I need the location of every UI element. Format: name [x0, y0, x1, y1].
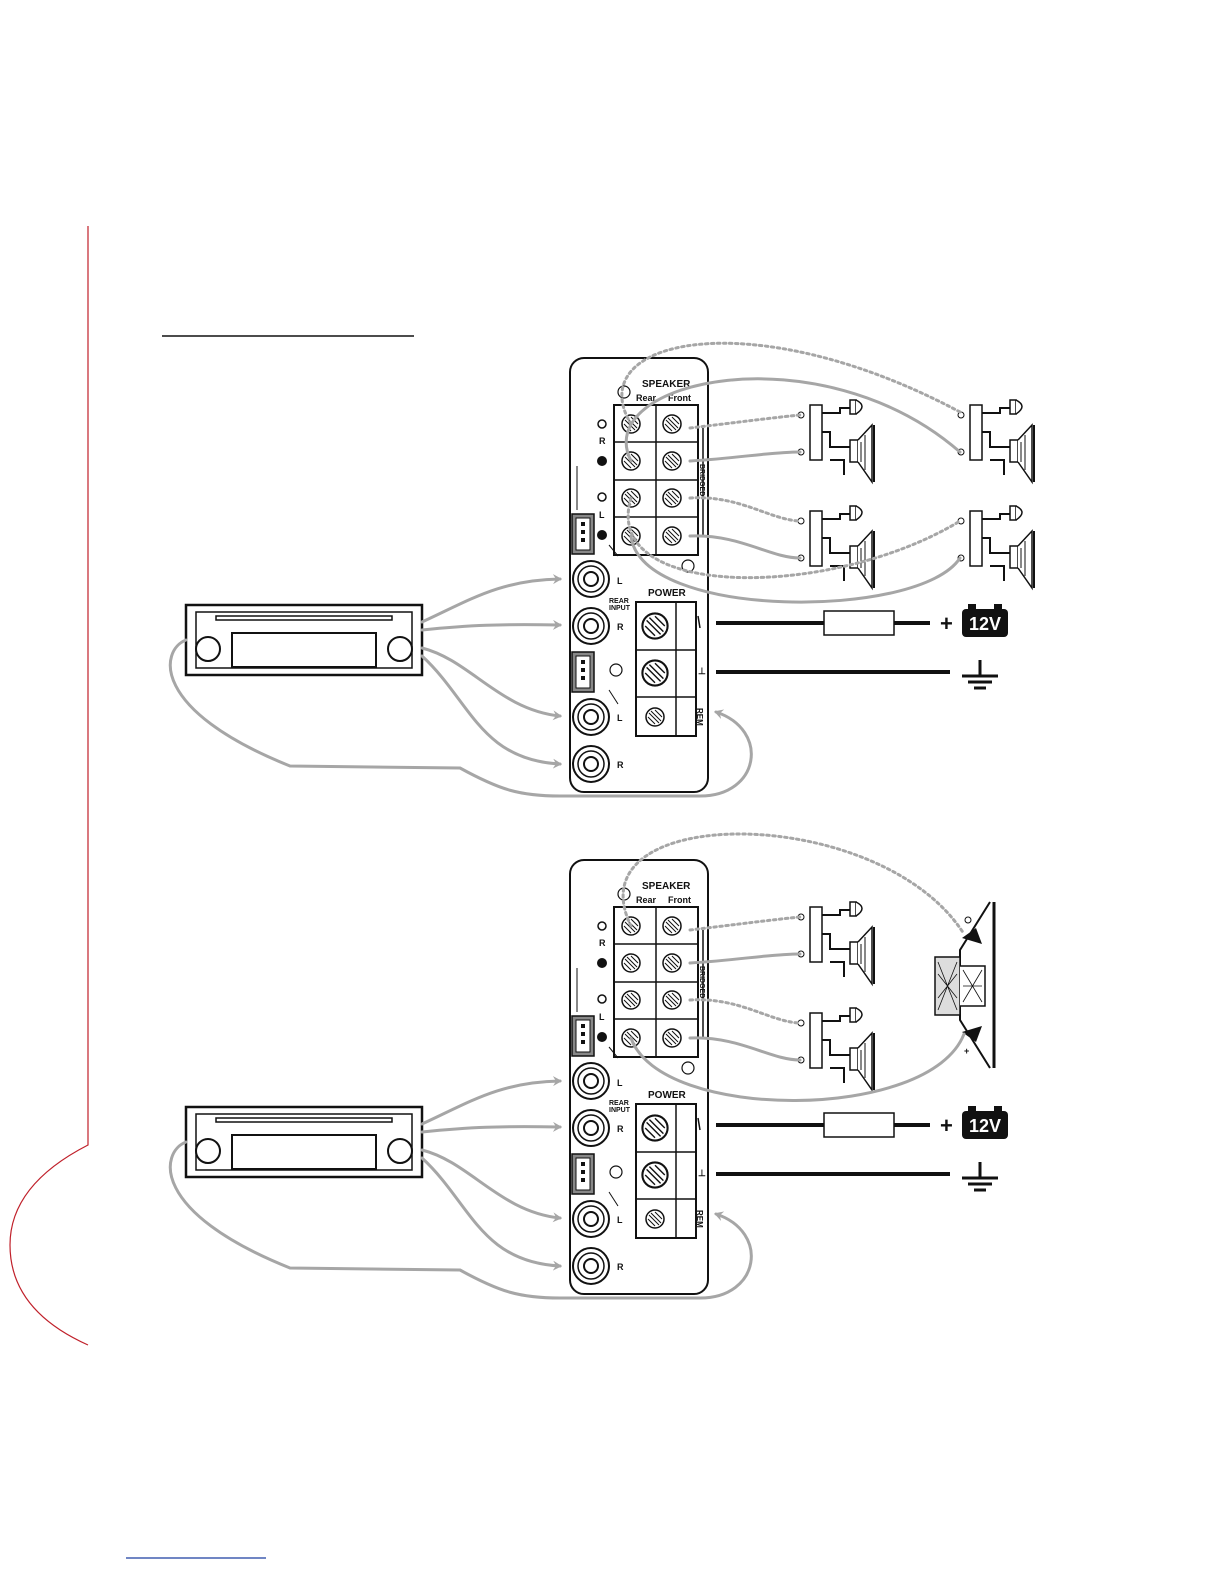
svg-text:L: L	[617, 713, 623, 723]
rear-input-label: REAR	[609, 598, 629, 605]
tweeter-woofer-speaker-icon	[798, 506, 874, 588]
tweeter-woofer-speaker-icon	[798, 902, 874, 984]
svg-text:L: L	[617, 1215, 623, 1225]
svg-text:Rear: Rear	[636, 895, 657, 905]
battery-icon: 12V	[962, 604, 1008, 637]
tweeter-woofer-speaker-icon	[958, 506, 1034, 588]
tweeter-woofer-speaker-icon	[958, 400, 1034, 482]
svg-text:12V: 12V	[969, 1116, 1001, 1136]
svg-text:INPUT: INPUT	[609, 605, 631, 612]
amplifier-panel: SPEAKER Rear Front BRIDGED R L L	[570, 860, 708, 1294]
tweeter-woofer-speaker-icon	[798, 1008, 874, 1090]
subwoofer-icon: +	[935, 902, 994, 1068]
page-margin-line	[10, 226, 88, 1345]
svg-text:R: R	[617, 760, 624, 770]
tweeter-woofer-speaker-icon	[798, 400, 874, 482]
input-l-label: L	[617, 576, 623, 586]
svg-text:POWER: POWER	[648, 1090, 687, 1101]
svg-text:L: L	[617, 1078, 623, 1088]
svg-text:+: +	[940, 1113, 953, 1138]
svg-text:Front: Front	[668, 895, 691, 905]
svg-text:REAR: REAR	[609, 1100, 629, 1107]
diagram-four-speakers: SPEAKER Rear Front BRIDGED R L L	[170, 343, 1034, 796]
fuse-icon	[824, 611, 894, 635]
svg-text:12V: 12V	[969, 614, 1001, 634]
svg-text:BRIDGED: BRIDGED	[698, 966, 705, 998]
svg-text:+: +	[964, 1046, 969, 1056]
head-unit	[186, 1107, 422, 1177]
svg-text:R: R	[617, 1262, 624, 1272]
head-unit	[186, 605, 422, 675]
channel-l-label: L	[599, 510, 605, 520]
svg-text:SPEAKER: SPEAKER	[642, 881, 691, 892]
svg-text:REM: REM	[695, 1210, 704, 1228]
svg-text:⊥: ⊥	[698, 1168, 706, 1178]
battery-icon: 12V	[962, 1106, 1008, 1139]
ground-icon	[962, 660, 998, 688]
power-label: POWER	[648, 588, 687, 599]
svg-text:⊥: ⊥	[698, 666, 706, 676]
svg-text:INPUT: INPUT	[609, 1107, 631, 1114]
fuse-icon	[824, 1113, 894, 1137]
svg-text:R: R	[617, 622, 624, 632]
rem-label: REM	[695, 708, 704, 726]
ground-icon	[962, 1162, 998, 1190]
amplifier-panel: SPEAKER Rear Front BRIDGED R L L	[570, 358, 708, 792]
channel-r-label: R	[599, 436, 606, 446]
svg-text:+: +	[940, 611, 953, 636]
svg-text:R: R	[617, 1124, 624, 1134]
bridged-label: BRIDGED	[698, 464, 705, 496]
svg-text:L: L	[599, 1012, 605, 1022]
diagram-speakers-subwoofer: SPEAKER Rear Front BRIDGED R L L	[170, 834, 1008, 1298]
svg-text:R: R	[599, 938, 606, 948]
